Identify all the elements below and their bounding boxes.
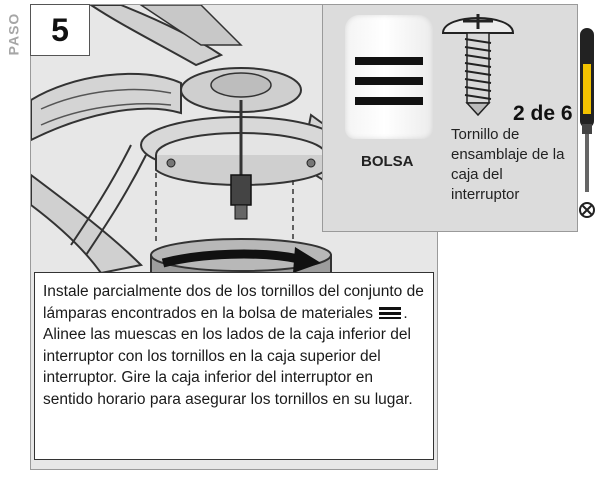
screw-icon: [441, 14, 515, 117]
instruction-text-box: Instale parcialmente dos de los tornillo…: [34, 272, 434, 460]
bag-label: BOLSA: [361, 153, 414, 170]
bag-icon: [345, 15, 433, 139]
instruction-text-part2: . Alinee las muescas en los lados de la …: [43, 304, 413, 408]
step-side-label: PASO: [5, 12, 22, 56]
parts-callout: BOLSA 2 de 6 Tornillo de ensamblaje de l…: [322, 4, 578, 232]
screw-description: Tornillo de ensamblaje de la caja del in…: [451, 126, 565, 203]
materials-bag-icon: [379, 307, 402, 320]
instruction-text-part1: Instale parcialmente dos de los tornillo…: [43, 283, 424, 322]
quantity-label: 2 de 6: [513, 102, 573, 125]
step-number: 5: [30, 4, 90, 56]
screwdriver-icon: [579, 28, 595, 218]
